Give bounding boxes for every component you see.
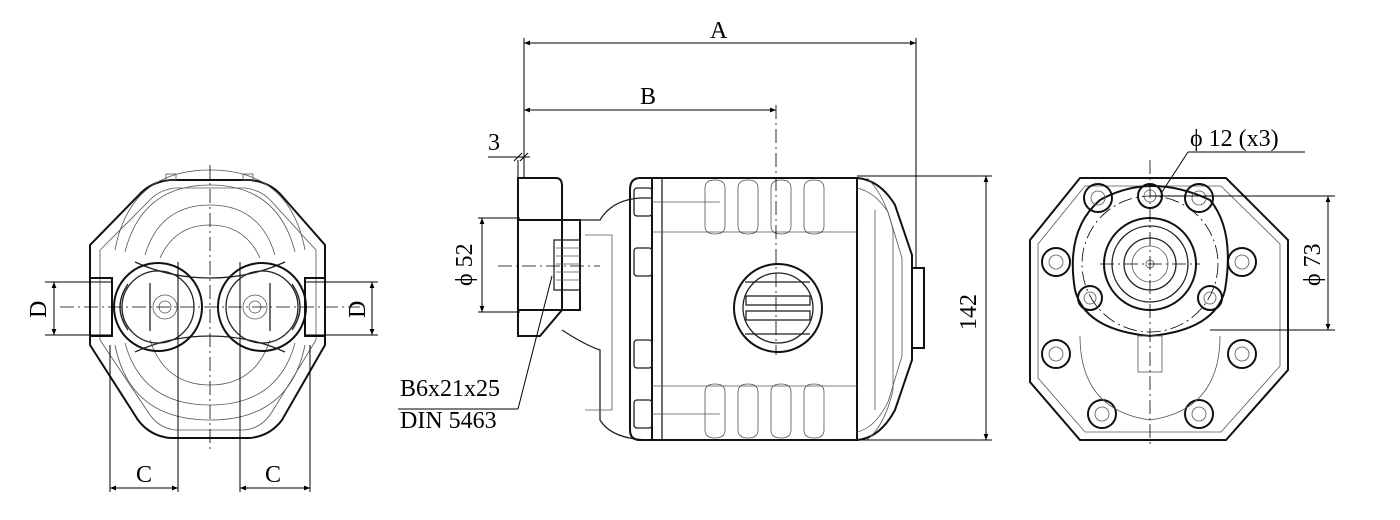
dimension-phi73-label: ϕ 73 xyxy=(1300,243,1326,286)
dimension-c-left-label: C xyxy=(136,462,152,488)
dimension-c-right-label: C xyxy=(265,462,281,488)
dimension-b-label: B xyxy=(640,84,656,110)
dimension-3-label: 3 xyxy=(488,130,500,156)
right-front-view xyxy=(1029,151,1335,445)
dimension-a-label: A xyxy=(710,18,728,44)
dimension-d-right-label: D xyxy=(345,301,371,318)
spline-spec-line1: B6x21x25 xyxy=(400,376,500,402)
dimension-d-left-label: D xyxy=(26,301,52,318)
middle-side-view xyxy=(398,38,992,441)
left-side-view xyxy=(45,165,378,492)
spline-spec-line2: DIN 5463 xyxy=(400,408,497,434)
dimension-phi52-label: ϕ 52 xyxy=(452,243,478,286)
dimension-142-label: 142 xyxy=(956,294,982,330)
dimension-phi12-label: ϕ 12 (x3) xyxy=(1190,126,1279,152)
